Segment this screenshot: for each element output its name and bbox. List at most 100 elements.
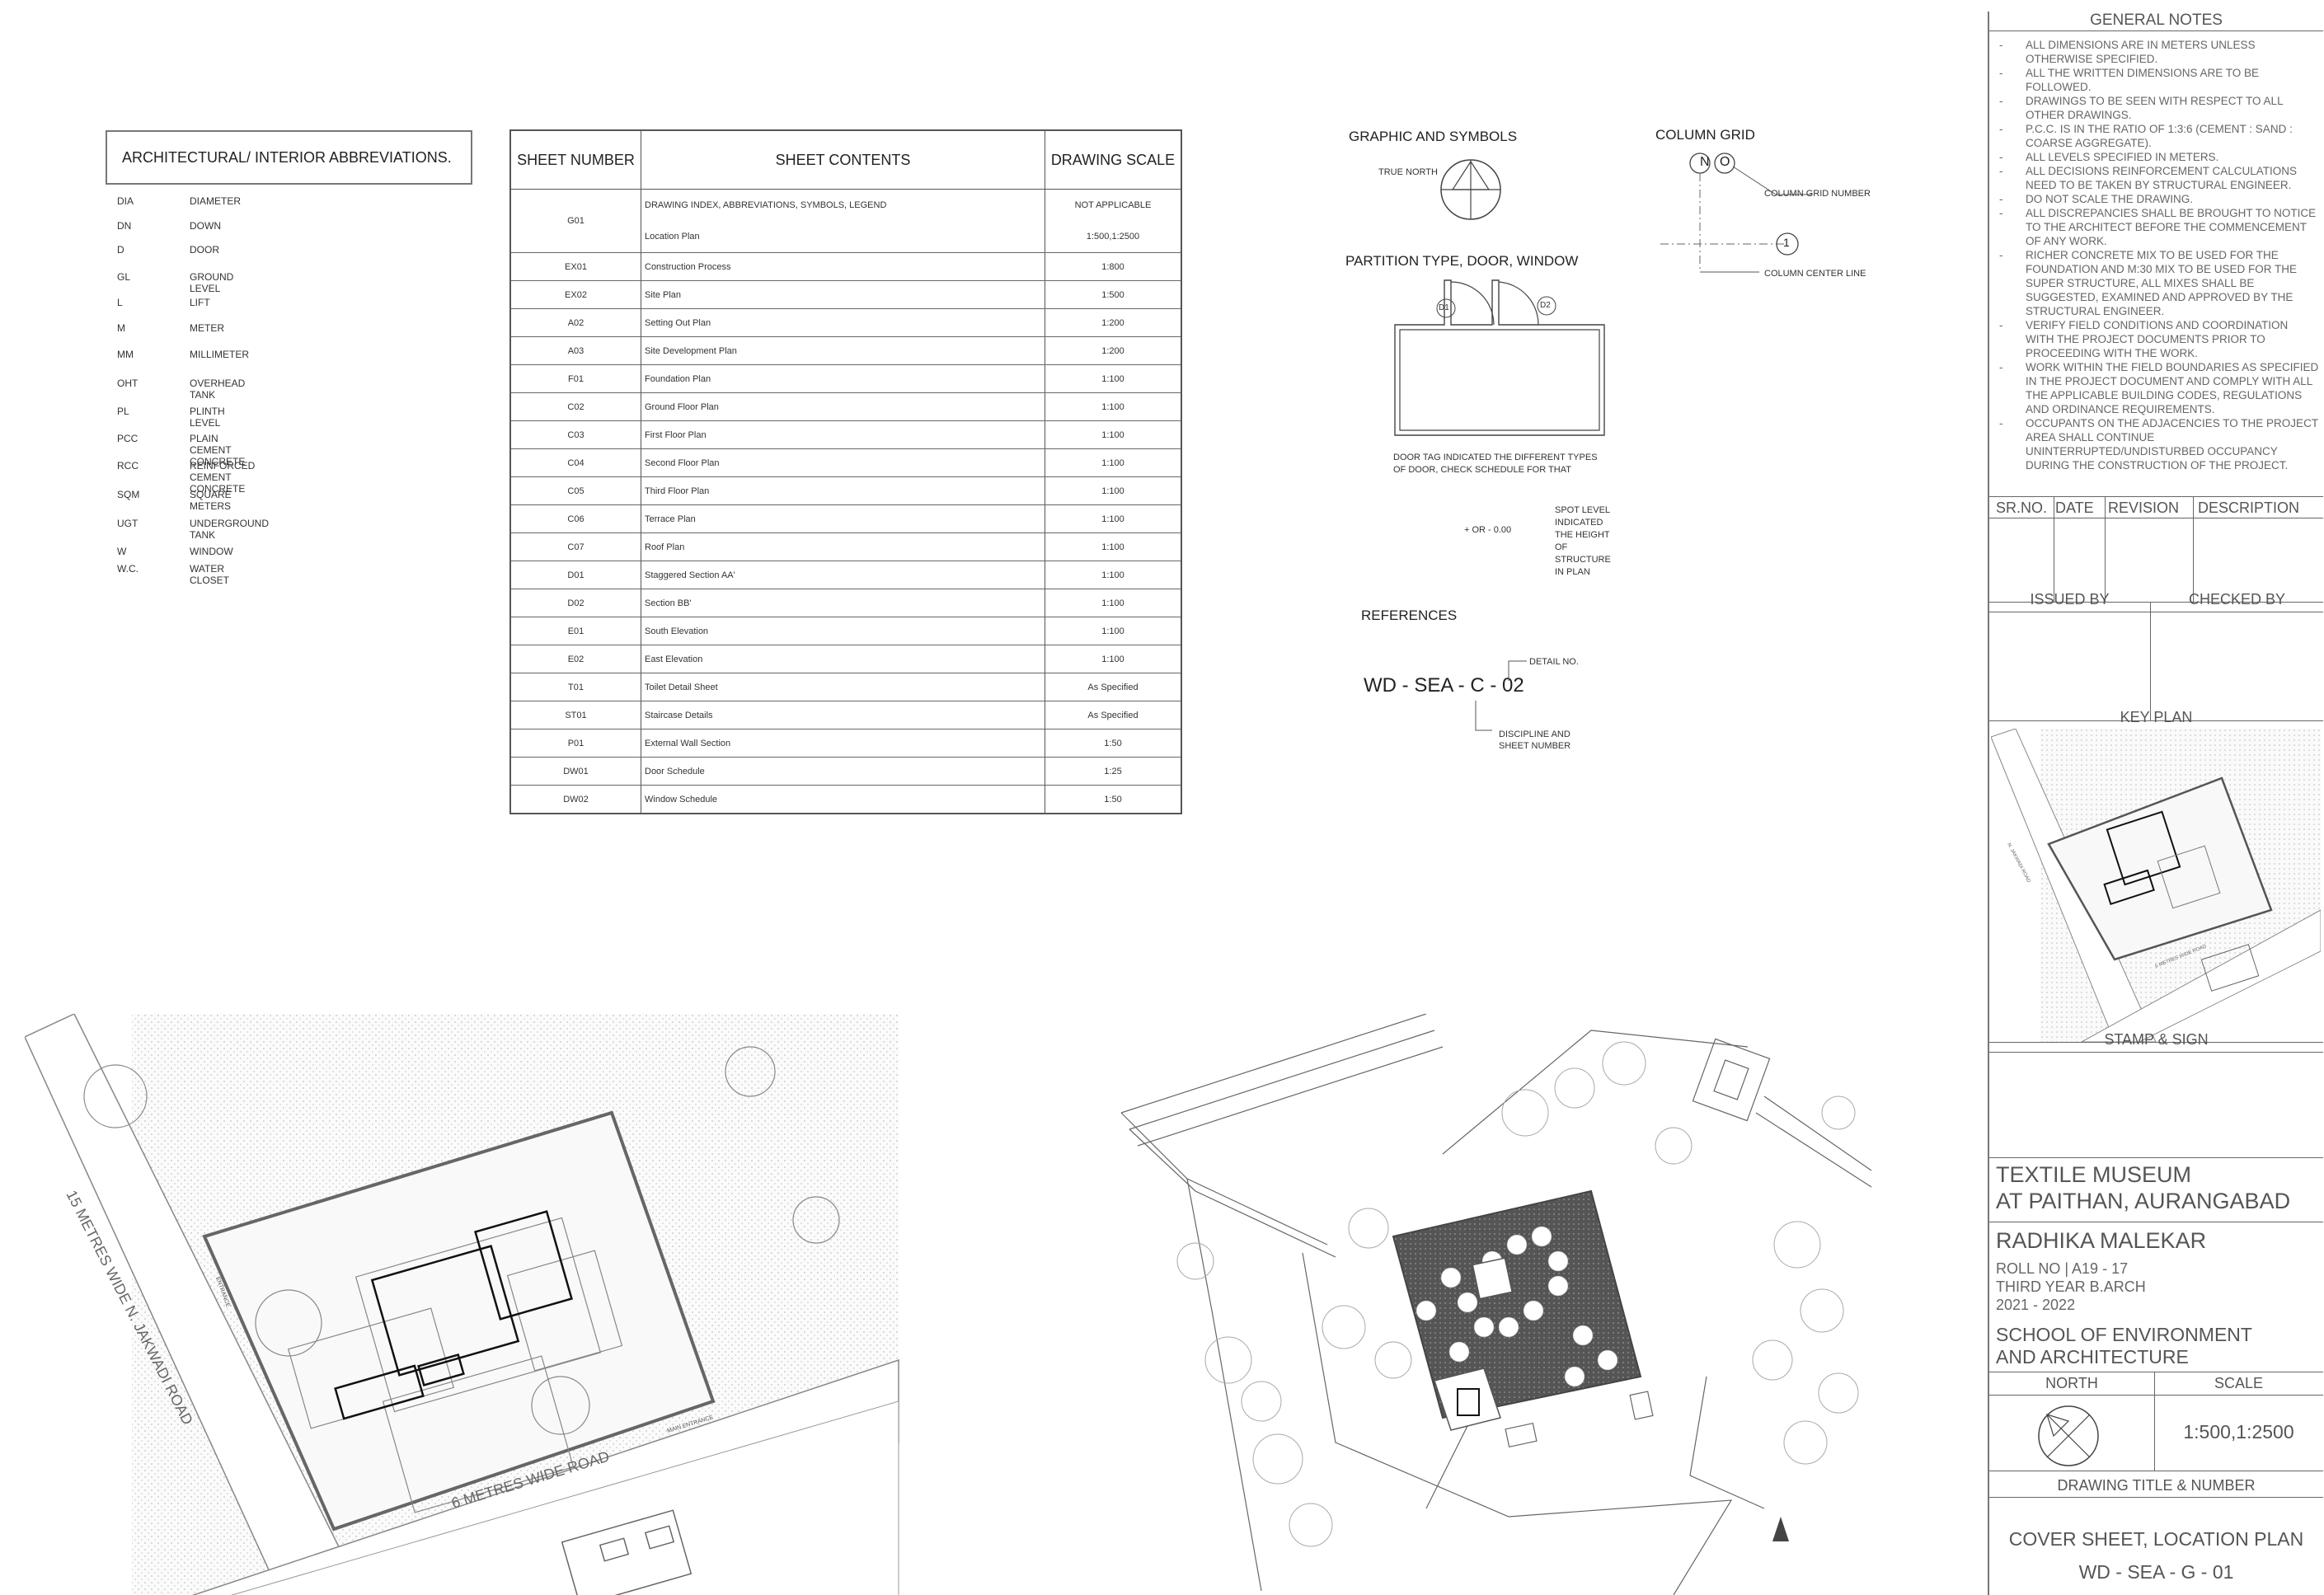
sheet-number-cell: EX02 bbox=[510, 280, 641, 309]
drawing-scale-cell: 1:100 bbox=[1045, 617, 1181, 645]
abbreviation-code: W bbox=[117, 546, 127, 557]
academic-year: THIRD YEAR B.ARCH bbox=[1996, 1278, 2146, 1295]
sheet-number-cell: C07 bbox=[510, 532, 641, 561]
header-sheet-contents: SHEET CONTENTS bbox=[641, 129, 1045, 190]
sheet-number-cell: C04 bbox=[510, 448, 641, 477]
sheet-number-cell: D02 bbox=[510, 589, 641, 617]
sheet-number-cell: A02 bbox=[510, 308, 641, 337]
abbreviations-title: ARCHITECTURAL/ INTERIOR ABBREVIATIONS. bbox=[122, 149, 452, 166]
general-note-item: DRAWINGS TO BE SEEN WITH RESPECT TO ALL … bbox=[1996, 94, 2319, 122]
spot-note-line: STRUCTURE bbox=[1555, 555, 1611, 565]
drawing-scale-cell: 1:50 bbox=[1045, 729, 1181, 758]
stamp-sign-label: STAMP & SIGN bbox=[2104, 1031, 2209, 1048]
sheet-number-cell: DW02 bbox=[510, 785, 641, 814]
abbreviation-code: W.C. bbox=[117, 563, 139, 575]
drawing-scale-cell: As Specified bbox=[1045, 701, 1181, 729]
drawing-scale-line: NOT APPLICABLE bbox=[1074, 200, 1152, 210]
sheet-number-cell: E01 bbox=[510, 617, 641, 645]
abbreviation-code: RCC bbox=[117, 460, 139, 471]
general-note-item: P.C.C. IS IN THE RATIO OF 1:3:6 (CEMENT … bbox=[1996, 122, 2319, 150]
sheet-contents-cell: Terrace Plan bbox=[641, 504, 1045, 533]
abbreviation-meaning: WINDOW bbox=[190, 546, 233, 557]
abbreviation-code: M bbox=[117, 322, 125, 334]
scale-label: SCALE bbox=[2214, 1375, 2264, 1391]
sheet-number-cell: F01 bbox=[510, 364, 641, 393]
drawing-scale-cell: 1:100 bbox=[1045, 504, 1181, 533]
header-drawing-scale: DRAWING SCALE bbox=[1045, 129, 1182, 190]
school-line-1: SCHOOL OF ENVIRONMENT bbox=[1996, 1324, 2252, 1345]
sheet-index-table: SHEET NUMBER SHEET CONTENTS DRAWING SCAL… bbox=[509, 129, 1182, 814]
spot-note-line: SPOT LEVEL bbox=[1555, 505, 1611, 515]
header-sheet-number: SHEET NUMBER bbox=[509, 129, 641, 190]
abbreviation-meaning: DOOR bbox=[190, 244, 219, 256]
drawing-scale-cell: 1:100 bbox=[1045, 364, 1181, 393]
project-title-line-1: TEXTILE MUSEUM bbox=[1996, 1162, 2192, 1187]
spot-level-value: + OR - 0.00 bbox=[1464, 525, 1512, 535]
sheet-number-cell: A03 bbox=[510, 336, 641, 365]
sheet-number-cell: C03 bbox=[510, 420, 641, 449]
discipline-label-1: DISCIPLINE AND bbox=[1499, 729, 1570, 739]
drawing-title: COVER SHEET, LOCATION PLAN bbox=[2008, 1528, 2304, 1550]
drawing-scale-cell: 1:500 bbox=[1045, 280, 1181, 309]
school-line-2: AND ARCHITECTURE bbox=[1996, 1346, 2189, 1367]
drawing-scale-cell: 1:100 bbox=[1045, 448, 1181, 477]
abbreviation-code: MM bbox=[117, 349, 134, 360]
abbreviation-code: D bbox=[117, 244, 124, 256]
revision-header-date: DATE bbox=[2055, 500, 2094, 516]
abbreviation-meaning: MILLIMETER bbox=[190, 349, 250, 360]
references-title: REFERENCES bbox=[1361, 608, 1458, 623]
student-name: RADHIKA MALEKAR bbox=[1996, 1228, 2207, 1253]
sheet-number-cell: D01 bbox=[510, 561, 641, 589]
sheet-number-cell: ST01 bbox=[510, 701, 641, 729]
sheet-number-cell: G01 bbox=[510, 189, 641, 253]
abbreviation-meaning: GROUND LEVEL bbox=[190, 271, 234, 294]
sheet-contents-cell: Window Schedule bbox=[641, 785, 1045, 814]
spot-note-line: IN PLAN bbox=[1555, 567, 1590, 577]
title-block: GENERAL NOTES ALL DIMENSIONS ARE IN METE… bbox=[1988, 12, 2323, 1595]
sheet-contents-cell: Staircase Details bbox=[641, 701, 1045, 729]
door-note-line-1: DOOR TAG INDICATED THE DIFFERENT TYPES bbox=[1393, 453, 1598, 462]
column-grid-title: COLUMN GRID bbox=[1655, 127, 1755, 143]
door-note-line-2: OF DOOR, CHECK SCHEDULE FOR THAT bbox=[1393, 465, 1571, 475]
drawing-scale-cell: 1:800 bbox=[1045, 252, 1181, 281]
north-label: NORTH bbox=[2045, 1375, 2098, 1391]
partition-title: PARTITION TYPE, DOOR, WINDOW bbox=[1345, 253, 1579, 269]
abbreviation-meaning: WATER CLOSET bbox=[190, 563, 230, 586]
sheet-number-cell: DW01 bbox=[510, 757, 641, 786]
drawing-scale-cell: 1:100 bbox=[1045, 420, 1181, 449]
sheet-contents-cell: Roof Plan bbox=[641, 532, 1045, 561]
drawing-scale-cell: 1:200 bbox=[1045, 336, 1181, 365]
detail-no-label: DETAIL NO. bbox=[1529, 657, 1579, 667]
drawing-scale-cell: 1:200 bbox=[1045, 308, 1181, 337]
sheet-contents-cell: Second Floor Plan bbox=[641, 448, 1045, 477]
drawing-scale-cell: As Specified bbox=[1045, 673, 1181, 701]
abbreviation-code: SQM bbox=[117, 489, 140, 500]
sheet-contents-cell: Setting Out Plan bbox=[641, 308, 1045, 337]
sheet-contents-cell: South Elevation bbox=[641, 617, 1045, 645]
general-notes-title: GENERAL NOTES bbox=[2090, 12, 2223, 29]
sheet-number-cell: EX01 bbox=[510, 252, 641, 281]
general-notes-list: ALL DIMENSIONS ARE IN METERS UNLESS OTHE… bbox=[1996, 38, 2319, 472]
session: 2021 - 2022 bbox=[1996, 1297, 2076, 1313]
abbreviation-code: DN bbox=[117, 220, 132, 232]
reference-leaders bbox=[1475, 660, 1527, 731]
key-plan-drawing: N. JAKWADI ROAD 6 METRES WIDE ROAD bbox=[1991, 729, 2321, 1042]
sheet-contents-cell: External Wall Section bbox=[641, 729, 1045, 758]
spot-note-line: OF bbox=[1555, 542, 1568, 552]
drawing-scale-cell: 1:100 bbox=[1045, 645, 1181, 673]
revision-header-description: DESCRIPTION bbox=[2198, 500, 2300, 516]
abbreviation-code: UGT bbox=[117, 518, 139, 529]
north-symbol-icon bbox=[2038, 1405, 2099, 1466]
sheet-contents-cell: Construction Process bbox=[641, 252, 1045, 281]
